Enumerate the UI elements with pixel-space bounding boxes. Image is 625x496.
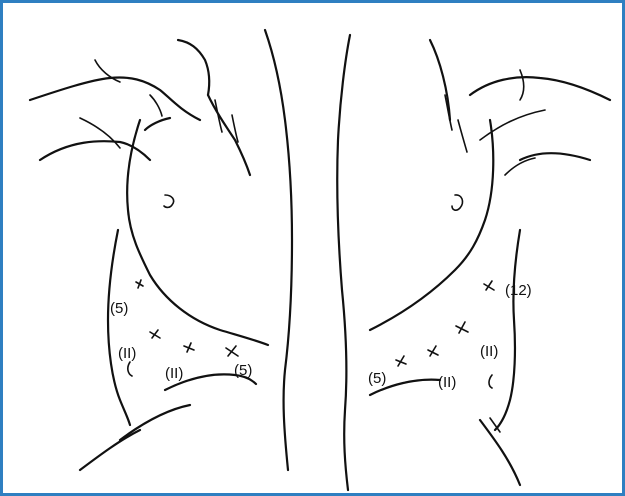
right-figure <box>337 35 610 490</box>
label-right-lower-left: (5) <box>368 370 386 387</box>
label-right-ii-1: (II) <box>480 343 498 360</box>
label-right-upper: (12) <box>505 282 532 299</box>
label-left-right: (5) <box>234 362 252 379</box>
label-left-upper: (5) <box>110 300 128 317</box>
label-left-ii-1: (II) <box>118 345 136 362</box>
left-figure <box>30 30 292 470</box>
label-right-ii-2: (II) <box>438 374 456 391</box>
label-left-ii-2: (II) <box>165 365 183 382</box>
